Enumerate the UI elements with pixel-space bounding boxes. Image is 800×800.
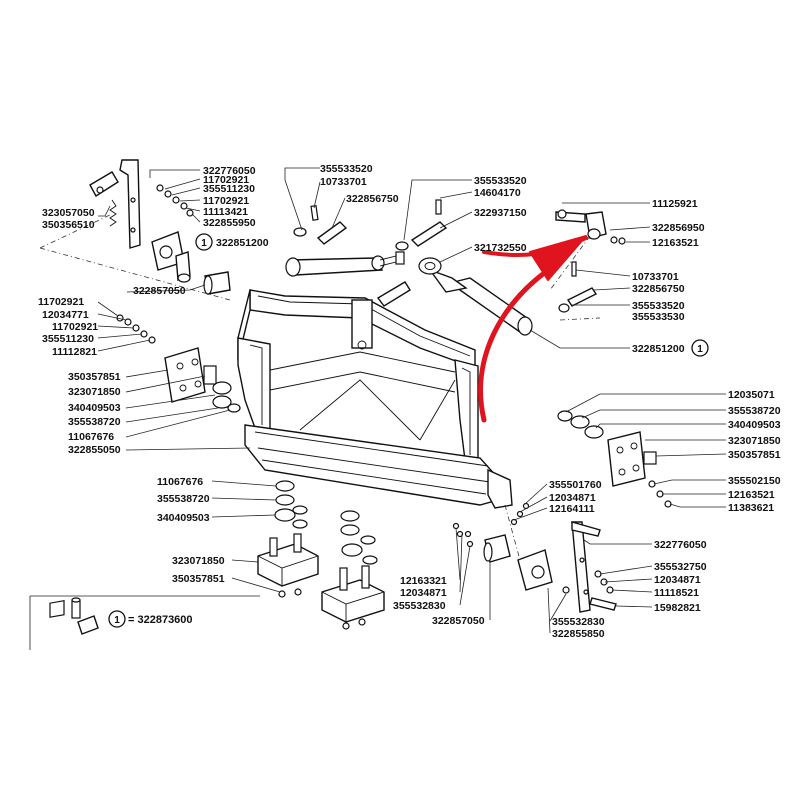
part-number-label: 11067676	[68, 431, 114, 443]
part-number-label: 355532830	[552, 616, 605, 628]
part-number-label: 322857050	[432, 615, 485, 627]
hydraulic-cylinder-left	[285, 251, 405, 277]
part-number-label: 322857050	[133, 285, 186, 297]
legend-circle-number: 1	[114, 615, 120, 626]
callout-circle-left: 1	[195, 233, 213, 251]
part-number-label: 355501760	[549, 479, 602, 491]
part-number-label: 12163321	[400, 575, 447, 587]
part-number-label: 323057050	[42, 207, 95, 219]
leader-lines	[97, 167, 727, 634]
part-number-label: 355538720	[157, 493, 210, 505]
legend-box: 1 = 322873600	[29, 595, 260, 650]
part-number-label: 12034871	[400, 587, 447, 599]
part-number-label: 323071850	[728, 435, 781, 447]
part-number-label: 12163521	[652, 237, 699, 249]
part-number-label: 355511230	[42, 333, 94, 345]
lower-left-stack-a	[257, 480, 319, 598]
part-number-label: 322855850	[552, 628, 605, 640]
part-number-label: 11125921	[652, 198, 698, 210]
part-number-label: 12034871	[549, 492, 596, 504]
part-number-label: 12164111	[549, 503, 595, 515]
left-upper-bracket	[89, 159, 194, 249]
part-number-label: 11702921	[203, 195, 249, 207]
part-number-label: 322856950	[652, 222, 705, 234]
lower-right-bracket	[452, 502, 617, 613]
part-number-label: 11702921	[38, 296, 84, 308]
part-number-label: 11702921	[52, 321, 98, 333]
part-number-label: 322776050	[654, 539, 707, 551]
callout-number: 1	[697, 344, 703, 355]
part-number-label: 10733701	[320, 176, 367, 188]
lower-left-stack-b	[321, 510, 385, 630]
part-number-label: 12034771	[42, 309, 89, 321]
top-right-bushing	[555, 209, 626, 313]
part-number-label: 321732550	[474, 242, 527, 254]
legend-text: = 322873600	[128, 614, 193, 626]
part-number-label: 355511230	[203, 183, 255, 195]
right-mount-plate	[557, 410, 672, 508]
part-labels: 322776050 11702921 355511230 11702921 11…	[38, 163, 781, 640]
legend-kit-icon	[49, 597, 99, 635]
part-number-label: 355533530	[632, 311, 685, 323]
part-number-label: 11067676	[157, 476, 203, 488]
part-number-label: 340409503	[68, 402, 121, 414]
part-number-label: 322856750	[346, 193, 399, 205]
part-number-label: 355533520	[632, 300, 685, 312]
part-number-label: 11113421	[203, 206, 248, 218]
part-number-label: 322855950	[203, 217, 256, 229]
part-number-label: 322776050	[203, 165, 256, 177]
part-number-label: 11383621	[728, 502, 774, 514]
part-number-label: 322856750	[632, 283, 685, 295]
callout-number: 1	[201, 238, 207, 249]
part-number-label: 12034871	[654, 574, 701, 586]
hydraulic-cylinder-right	[428, 268, 533, 336]
part-number-label: 355532750	[654, 561, 707, 573]
left-mount-plate	[164, 347, 241, 413]
part-number-label: 355538720	[68, 416, 121, 428]
part-number-label: 340409503	[728, 419, 781, 431]
part-number-label: 355533520	[320, 163, 373, 175]
part-number-label: 15982821	[654, 602, 701, 614]
part-number-label: 11702921	[203, 174, 249, 186]
main-frame	[237, 281, 513, 509]
part-number-label: 355533520	[474, 175, 527, 187]
part-number-label: 350357851	[172, 573, 225, 585]
part-number-label: 355502150	[728, 475, 781, 487]
part-number-label: 12163521	[728, 489, 775, 501]
part-number-label: 350357851	[728, 449, 781, 461]
part-number-label: 350356510	[42, 219, 95, 231]
part-number-label: 340409503	[157, 512, 210, 524]
part-number-label: 323071850	[172, 555, 225, 567]
red-curved-arrow-icon	[478, 235, 588, 423]
part-number-label: 355532830	[393, 600, 446, 612]
part-number-label: 11118521	[654, 587, 699, 599]
top-pins	[293, 199, 448, 275]
part-number-label: 11112821	[52, 346, 97, 358]
part-number-label: 322851200	[216, 237, 269, 249]
part-number-label: 10733701	[632, 271, 679, 283]
left-upper-pivot	[151, 231, 231, 295]
part-number-label: 350357851	[68, 371, 121, 383]
part-number-label: 355538720	[728, 405, 781, 417]
part-number-label: 322937150	[474, 207, 527, 219]
part-number-label: 322851200	[632, 343, 685, 355]
part-number-label: 12035071	[728, 389, 775, 401]
callout-circle-right: 1	[691, 339, 709, 357]
part-number-label: 322855050	[68, 444, 121, 456]
legend-circle	[108, 610, 126, 628]
center-lines	[39, 214, 601, 561]
part-number-label: 323071850	[68, 386, 121, 398]
part-number-label: 14604170	[474, 187, 521, 199]
